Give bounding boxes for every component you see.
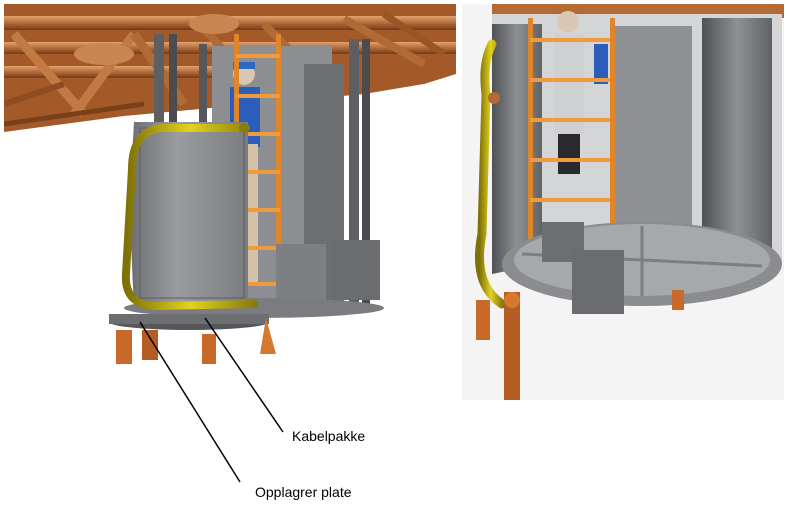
cable-guide [121, 124, 258, 311]
equipment-box-right [332, 240, 380, 300]
equipment-box-left [276, 244, 326, 306]
equipment-box-front [572, 250, 624, 314]
operator-figure [554, 11, 608, 174]
callout-label-opplagrer-plate: Opplagrer plate [255, 484, 352, 500]
left-render-panel [4, 4, 456, 390]
storage-plate-edge [109, 314, 269, 324]
callout-label-kabelpakke: Kabelpakke [292, 428, 366, 444]
support-legs [476, 290, 684, 400]
rear-wall-panel [612, 26, 692, 234]
cable-guide-end [239, 123, 249, 133]
left-wall-panel [492, 24, 542, 274]
machine-housing [131, 122, 248, 304]
left-render [4, 4, 456, 364]
cable-guide [475, 39, 507, 309]
right-wall-panel [702, 18, 772, 264]
right-render-panel [462, 4, 784, 400]
cable-guide-bracket [488, 92, 500, 104]
right-render [475, 4, 784, 400]
